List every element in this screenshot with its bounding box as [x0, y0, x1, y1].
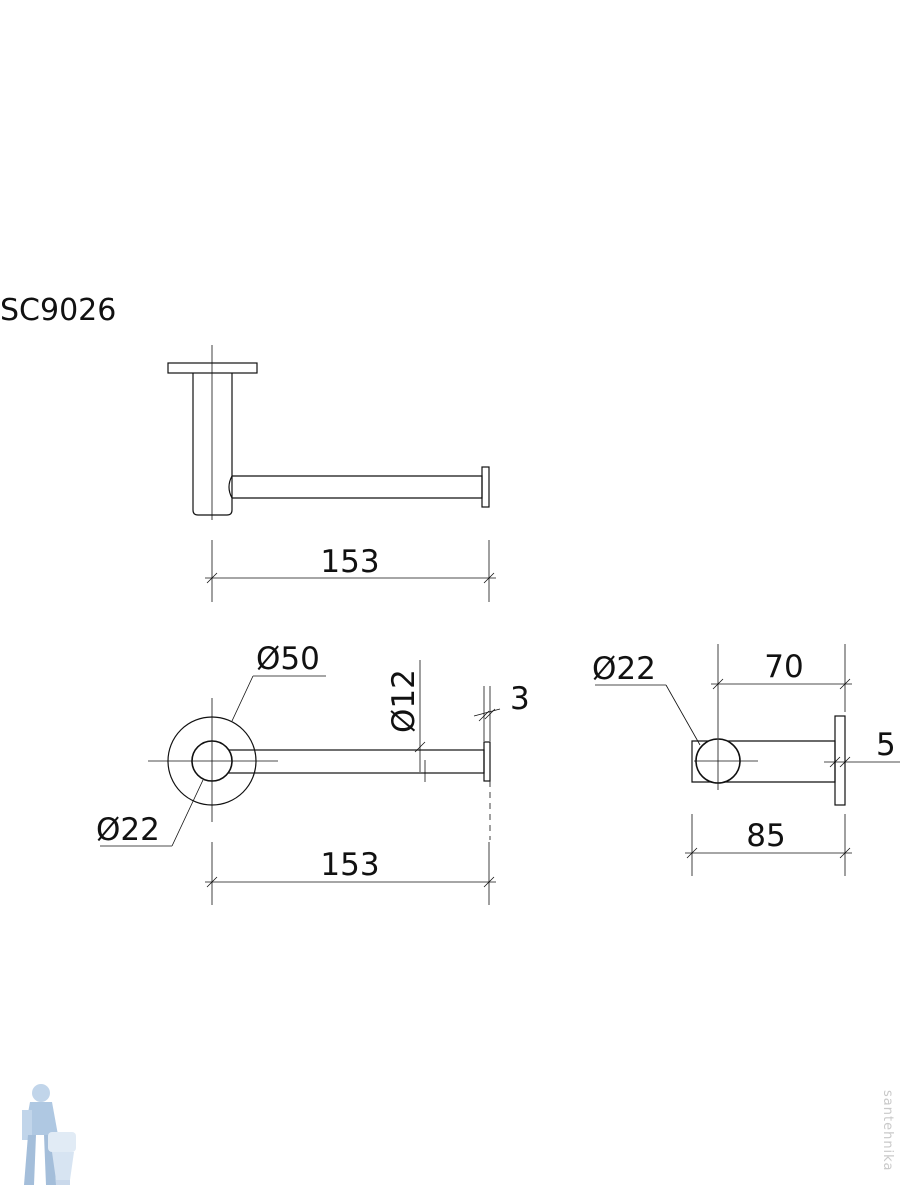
watermark-text: santehnika — [880, 1090, 895, 1171]
plumber-mascot-icon — [22, 1084, 76, 1185]
top-length-label: 153 — [320, 847, 379, 883]
cap-thickness-label: 3 — [510, 681, 530, 717]
rod-plan — [221, 749, 485, 774]
side-diameter-label: Ø22 — [592, 651, 656, 687]
front-length-dimension: 153 — [205, 540, 496, 602]
side-diameter-leader: Ø22 — [592, 651, 701, 746]
side-view: Ø22 70 5 85 — [592, 644, 900, 876]
side-total-depth-label: 85 — [746, 818, 785, 854]
rod-diameter-label: Ø12 — [386, 669, 422, 733]
front-length-label: 153 — [320, 544, 379, 580]
plate-thickness-label: 5 — [876, 727, 896, 763]
inner-diameter-label: Ø22 — [96, 812, 160, 848]
outer-diameter-label: Ø50 — [256, 641, 320, 677]
post — [192, 373, 233, 516]
top-length-dimension: 153 — [205, 842, 496, 905]
wall-flange — [167, 362, 258, 374]
rod-diameter-dimension: Ø12 — [386, 660, 426, 782]
top-view: Ø50 Ø22 Ø12 3 — [96, 641, 530, 905]
front-view: 153 — [167, 345, 496, 602]
side-depth-label: 70 — [764, 649, 803, 685]
rod — [228, 475, 483, 499]
side-depth-dimension: 70 — [711, 644, 852, 738]
plate-thickness-dimension: 5 — [824, 727, 900, 768]
end-cap — [481, 466, 490, 508]
wall-plate-side — [834, 715, 846, 806]
outer-diameter-leader: Ø50 — [231, 641, 326, 722]
model-title: SC9026 — [0, 293, 116, 328]
end-cap-plan — [483, 741, 491, 782]
cap-thickness-dimension: 3 — [473, 681, 530, 741]
side-total-depth-dimension: 85 — [685, 814, 852, 876]
inner-diameter-leader: Ø22 — [96, 779, 204, 848]
